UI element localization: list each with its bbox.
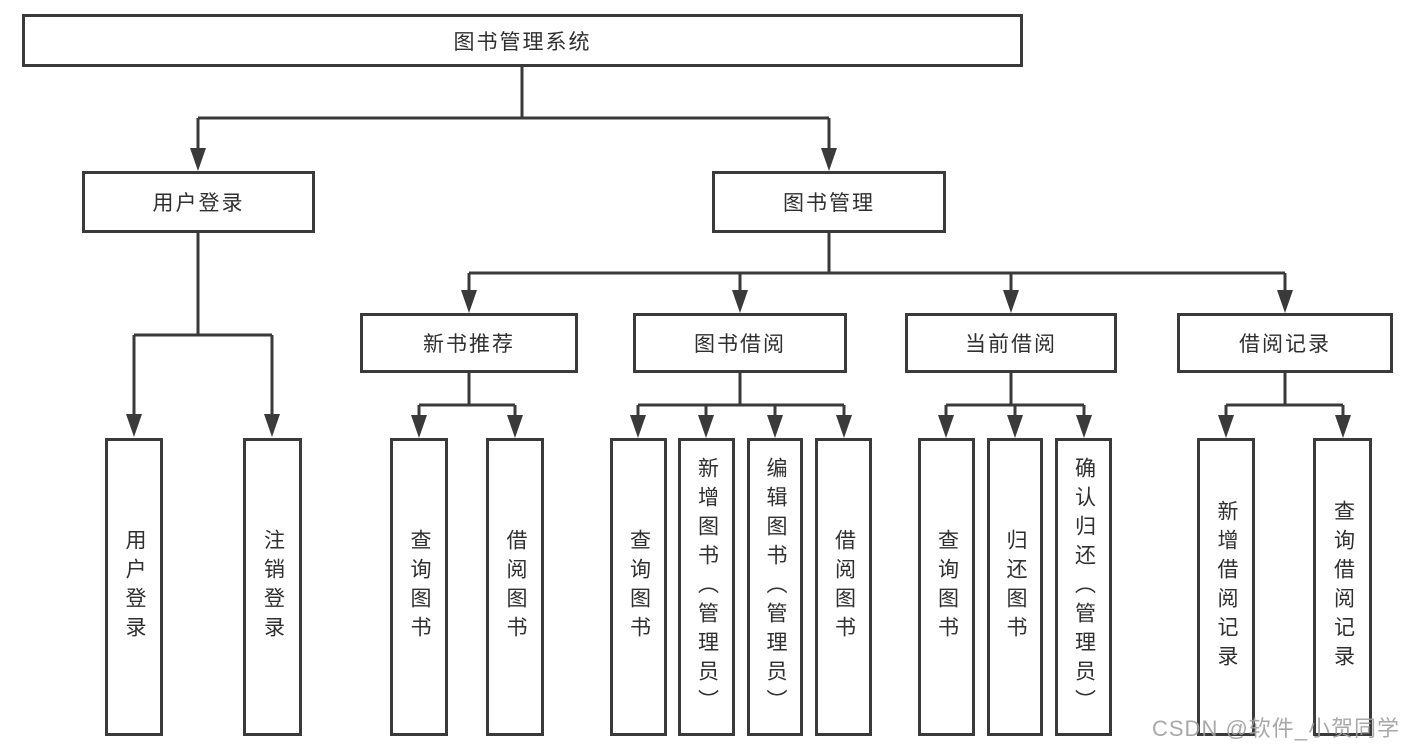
leaf-label: 注销登录 xyxy=(261,529,285,645)
node-user-login: 用户登录 xyxy=(82,171,315,233)
leaf-label: 编辑图书（管理员） xyxy=(764,456,788,718)
leaf-label: 归还图书 xyxy=(1004,529,1028,645)
leaf-query-books: 查询图书 xyxy=(390,438,448,736)
leaf-label: 查询图书 xyxy=(627,529,651,645)
node-label: 当前借阅 xyxy=(965,333,1057,356)
leaf-label: 新增图书（管理员） xyxy=(695,456,719,718)
node-label: 图书借阅 xyxy=(694,333,786,356)
node-current-borrowing: 当前借阅 xyxy=(905,313,1117,373)
node-book-borrowing: 图书借阅 xyxy=(633,313,847,373)
leaf-label: 借阅图书 xyxy=(504,529,528,645)
leaf-label: 查询图书 xyxy=(935,529,959,645)
node-label: 图书管理 xyxy=(783,192,875,215)
leaf-add-book-admin: 新增图书（管理员） xyxy=(678,438,735,736)
leaf-return-book: 归还图书 xyxy=(987,438,1043,736)
leaf-add-borrow-record: 新增借阅记录 xyxy=(1197,438,1255,736)
leaf-label: 新增借阅记录 xyxy=(1215,500,1239,674)
csdn-watermark: CSDN @软件_小贺同学 xyxy=(1152,716,1401,741)
leaf-confirm-return-admin: 确认归还（管理员） xyxy=(1055,438,1112,736)
leaf-label: 查询图书 xyxy=(408,529,432,645)
leaf-query-books: 查询图书 xyxy=(610,438,667,736)
node-new-book-recommendation: 新书推荐 xyxy=(360,313,578,373)
leaf-query-borrow-record: 查询借阅记录 xyxy=(1313,438,1372,736)
leaf-query-books: 查询图书 xyxy=(918,438,975,736)
node-borrowing-records: 借阅记录 xyxy=(1177,313,1393,373)
node-library-management-system: 图书管理系统 xyxy=(22,14,1023,67)
leaf-label: 用户登录 xyxy=(123,529,147,645)
node-label: 新书推荐 xyxy=(423,333,515,356)
node-label: 图书管理系统 xyxy=(453,30,592,54)
node-label: 借阅记录 xyxy=(1239,333,1331,356)
node-label: 用户登录 xyxy=(152,192,245,215)
leaf-label: 确认归还（管理员） xyxy=(1072,456,1096,718)
leaf-logout: 注销登录 xyxy=(243,438,302,736)
leaf-edit-book-admin: 编辑图书（管理员） xyxy=(747,438,803,736)
leaf-user-login: 用户登录 xyxy=(105,438,163,736)
node-book-management: 图书管理 xyxy=(712,171,946,233)
leaf-label: 查询借阅记录 xyxy=(1331,500,1355,674)
leaf-label: 借阅图书 xyxy=(832,529,856,645)
leaf-borrow-books: 借阅图书 xyxy=(815,438,872,736)
leaf-borrow-books: 借阅图书 xyxy=(486,438,544,736)
